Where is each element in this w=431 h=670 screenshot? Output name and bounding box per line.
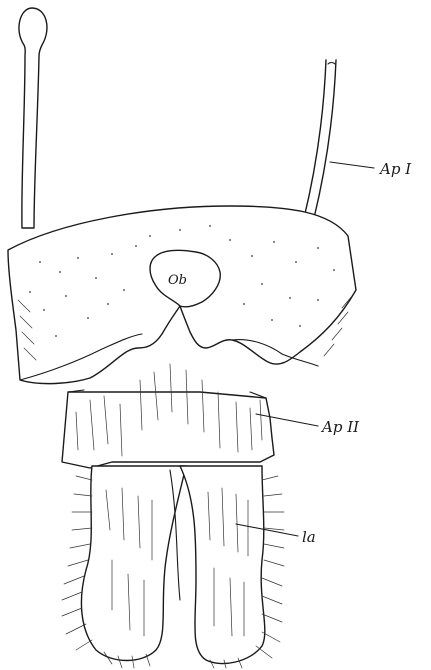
labium-lobes	[81, 466, 264, 664]
label-ap1: Ap I	[378, 160, 412, 178]
leader-ap1	[330, 162, 374, 168]
label-ob: Ob	[168, 273, 187, 288]
label-la: la	[302, 528, 316, 546]
left-apodeme	[19, 8, 47, 228]
label-ap2: Ap II	[320, 418, 360, 436]
right-apodeme	[304, 60, 336, 218]
lower-plate	[62, 392, 274, 468]
